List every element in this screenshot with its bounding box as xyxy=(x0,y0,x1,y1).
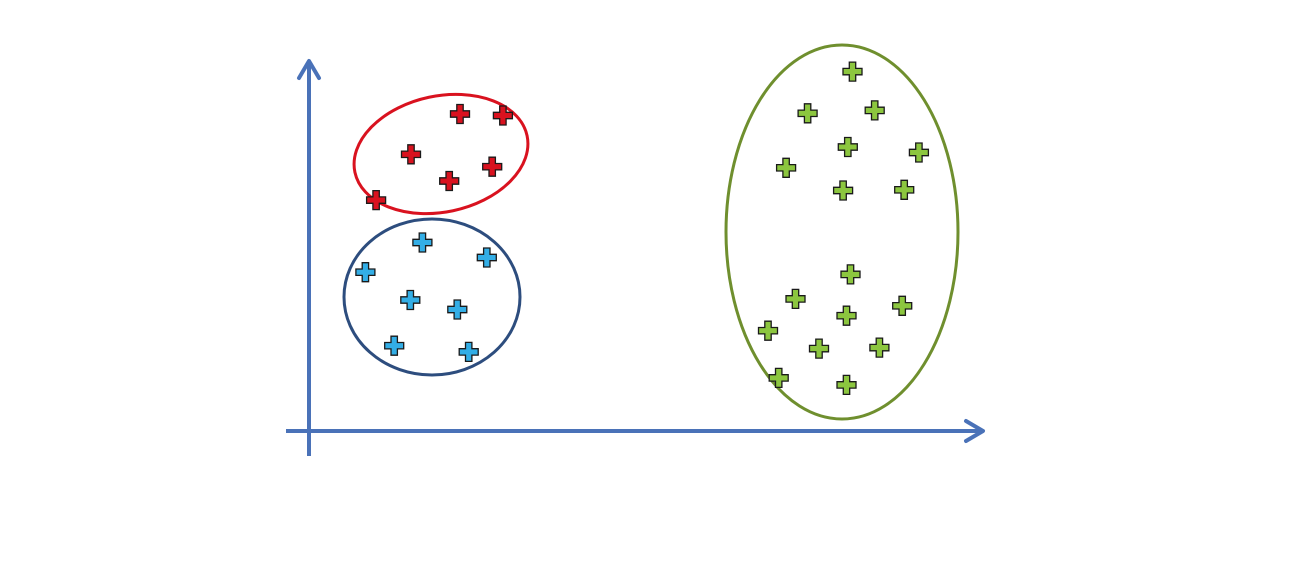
cluster-3-point-16 xyxy=(768,367,789,389)
cluster-1-point-6 xyxy=(365,189,387,211)
cluster-3-point-2 xyxy=(797,103,818,124)
cluster-3-point-8 xyxy=(894,179,915,200)
cluster-2-point-3 xyxy=(355,262,376,283)
cluster-2-point-1 xyxy=(412,232,433,253)
cluster-2-point-6 xyxy=(384,335,405,356)
cluster-2-enclosure xyxy=(342,217,522,377)
cluster-1-enclosure xyxy=(352,92,530,216)
cluster-3-point-6 xyxy=(775,157,797,178)
cluster-3-point-11 xyxy=(892,295,913,316)
data-points xyxy=(355,61,930,396)
cluster-2-point-7 xyxy=(458,341,479,363)
cluster-3-enclosure xyxy=(724,43,960,421)
cluster-1-point-4 xyxy=(482,156,503,177)
cluster-2-point-2 xyxy=(476,247,497,268)
cluster-3-point-3 xyxy=(864,100,885,121)
cluster-3-point-12 xyxy=(836,305,857,326)
cluster-1-point-2 xyxy=(492,105,514,126)
cluster-3-point-17 xyxy=(836,374,857,396)
cluster-3-point-15 xyxy=(869,337,890,358)
cluster-2-point-5 xyxy=(447,299,468,320)
axes xyxy=(286,59,985,456)
cluster-1-point-5 xyxy=(439,170,460,192)
cluster-2-point-4 xyxy=(400,289,421,311)
cluster-3-point-9 xyxy=(840,264,861,285)
cluster-enclosures xyxy=(342,43,960,421)
cluster-3-point-13 xyxy=(757,320,779,341)
cluster-3-point-14 xyxy=(808,338,830,359)
x-axis-arrowhead xyxy=(964,419,985,443)
cluster-3-point-4 xyxy=(837,136,858,158)
cluster-1-point-3 xyxy=(400,144,422,165)
cluster-3-point-7 xyxy=(832,180,854,201)
cluster-3-point-5 xyxy=(908,142,930,163)
cluster-3-point-10 xyxy=(785,288,806,310)
y-axis-arrowhead xyxy=(297,59,321,80)
cluster-3-point-1 xyxy=(842,61,863,82)
cluster-1-point-1 xyxy=(449,103,471,125)
